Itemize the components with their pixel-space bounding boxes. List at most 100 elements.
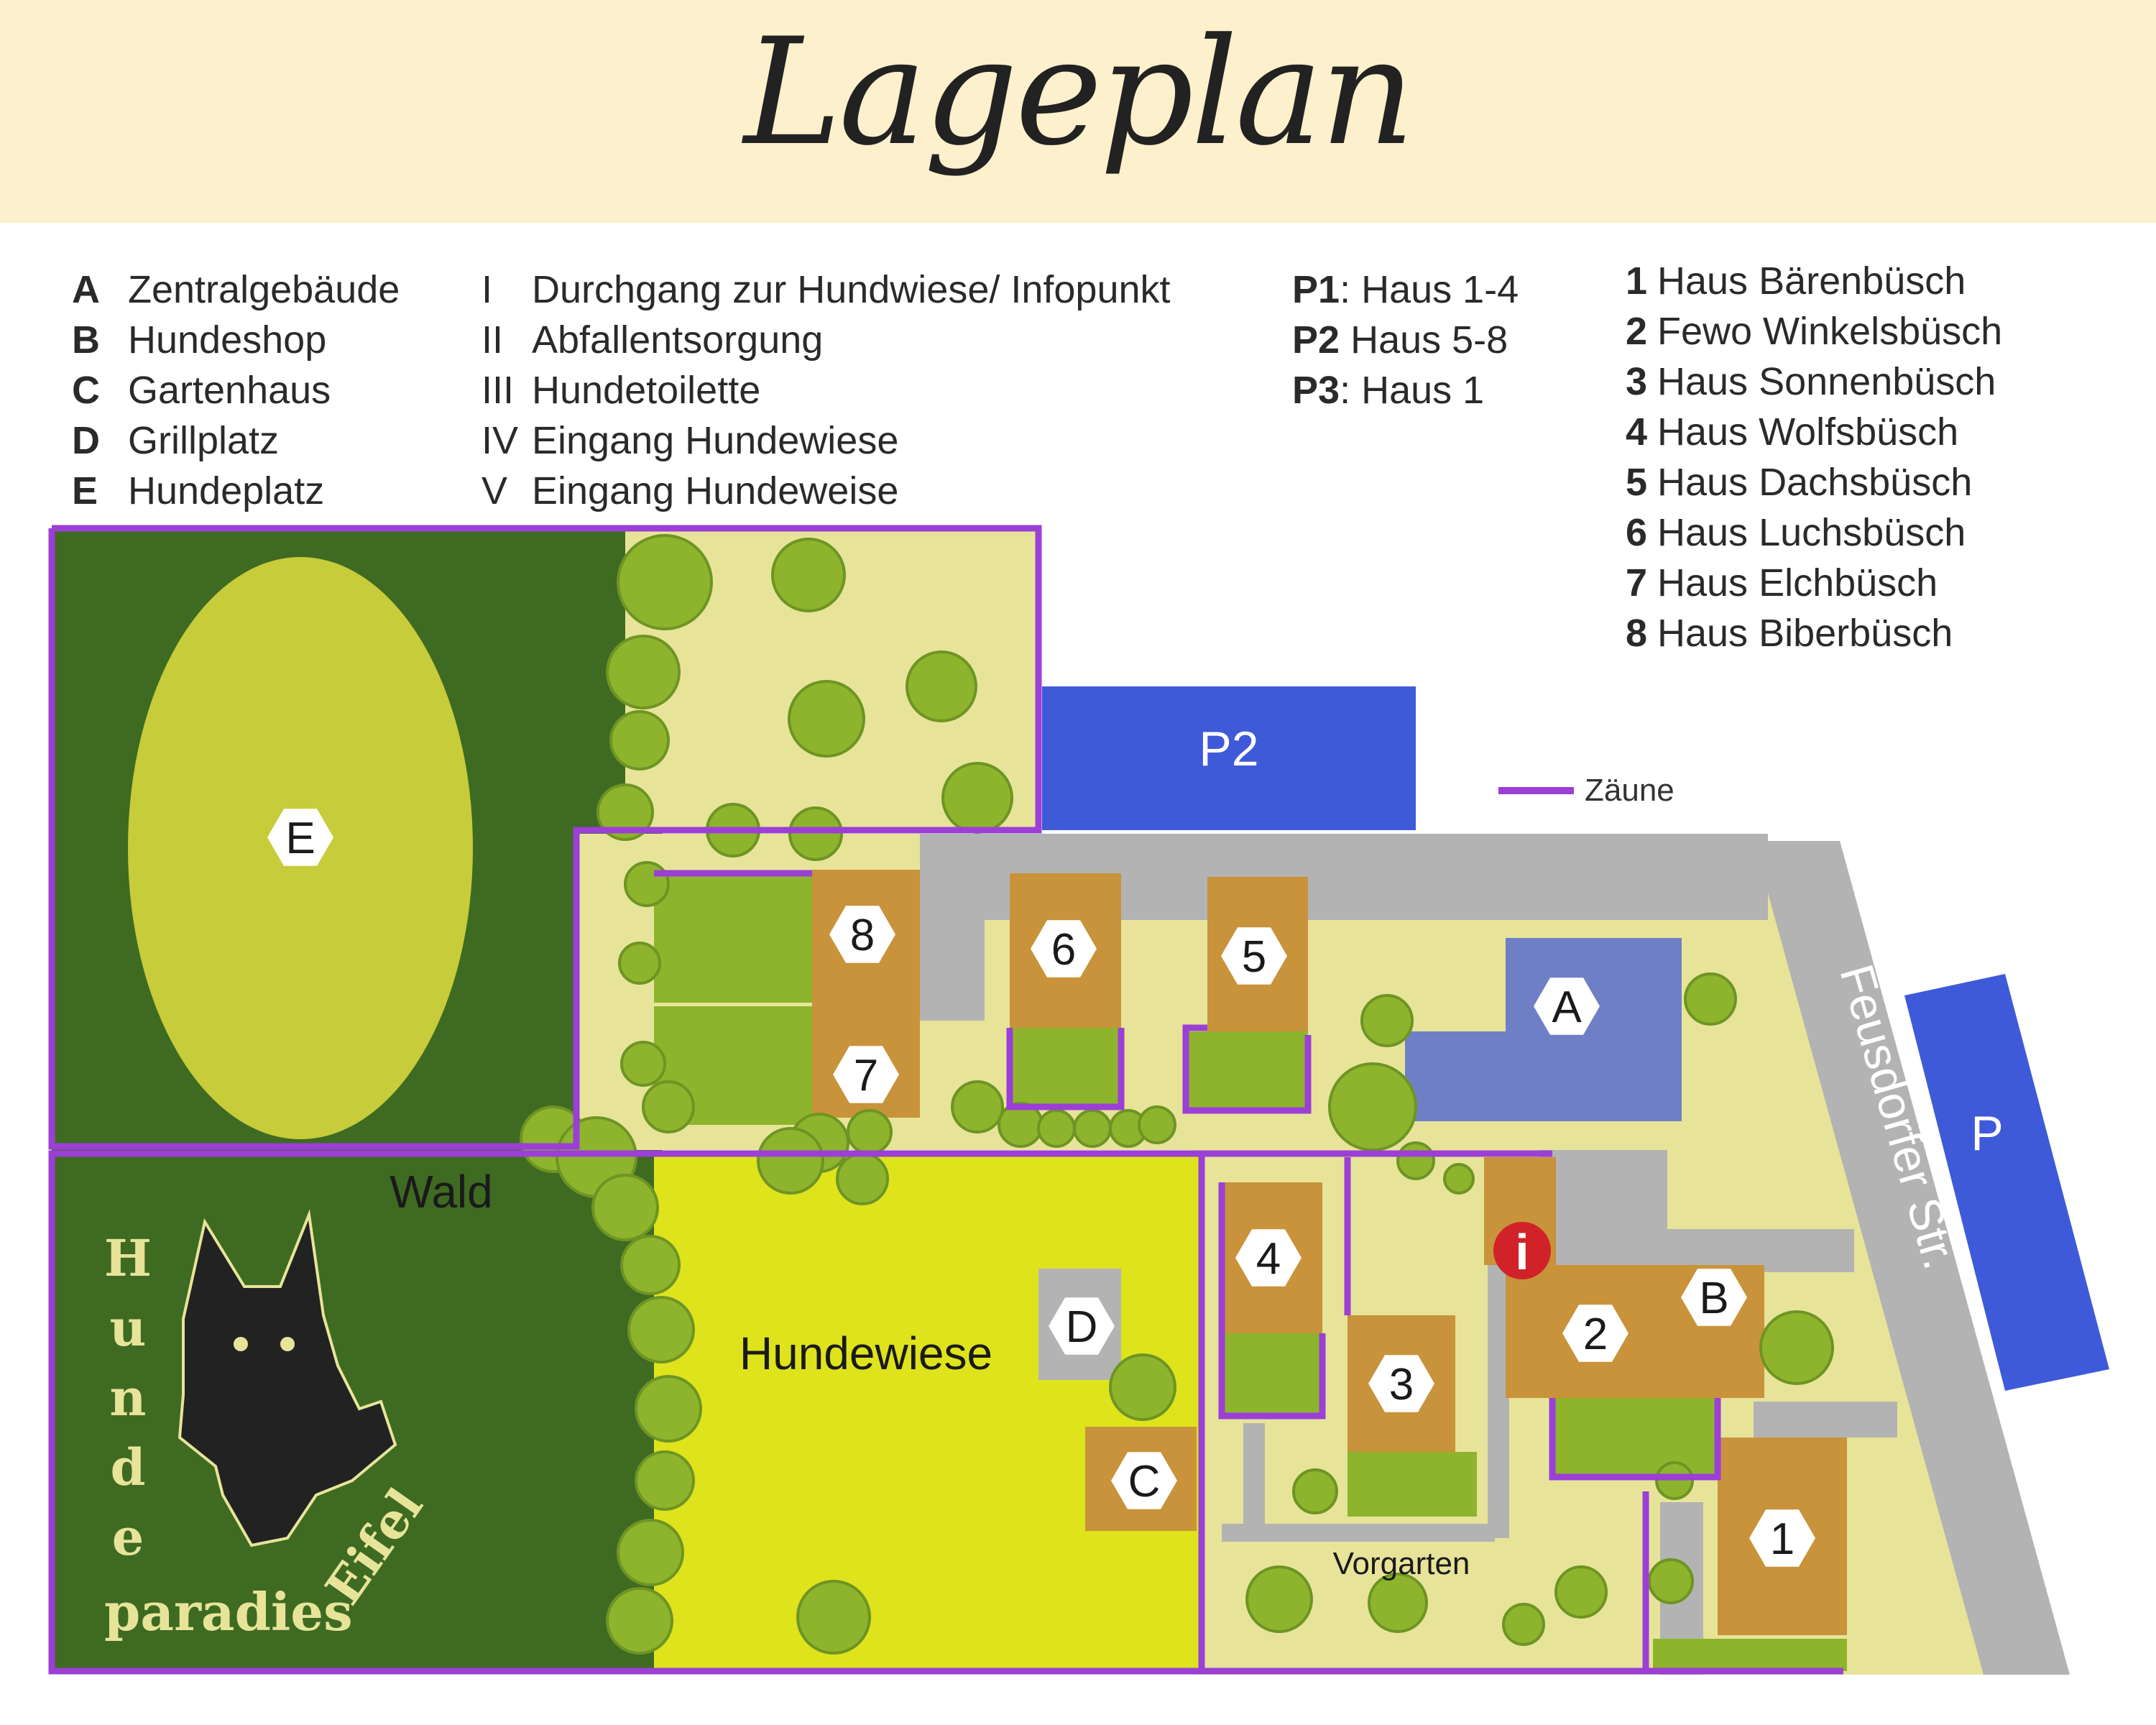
tree-icon [951,1080,1004,1133]
legend-label: Haus Dachsbüsch [1657,461,1973,504]
logo-letter-2: u [110,1298,147,1358]
tree-icon [620,1235,681,1295]
garden-8 [654,873,812,1003]
logo-letter-5: e [112,1507,144,1567]
hundewiese-area [654,1154,1200,1671]
hex-marker-shape [1562,1305,1628,1362]
legend-key: III [482,369,515,412]
tree-icon [1368,1573,1428,1633]
fence-garden-5 [1182,1024,1312,1114]
hex-marker-shape [833,1046,899,1103]
tree-icon [618,942,661,985]
legend-key: 5 [1626,461,1648,504]
wald-label: Wald [390,1166,492,1218]
fences [48,525,1843,1675]
marker-E: E [267,809,333,866]
garden-6 [1010,1028,1121,1107]
tree-icon [606,635,681,709]
garden-1 [1653,1639,1847,1671]
path-vorgarten-a [1243,1423,1265,1538]
logo-letter-4: d [111,1438,146,1497]
legend-item: II Abfallentsorgung [482,315,1171,365]
marker-h5: 5 [1221,927,1287,985]
vorgarten-label: Vorgarten [1333,1546,1470,1581]
tree-icon [757,1127,824,1195]
tree-icon [617,1519,684,1586]
tree-icon [1554,1565,1608,1619]
marker-h7: 7 [833,1046,899,1103]
hex-marker-label: 4 [1256,1234,1281,1284]
legend-label: Abfallentsorgung [532,318,824,362]
house-2-shop [1484,1157,1764,1398]
legend-key: C [72,369,100,412]
title-banner [0,0,2156,223]
legend-key: 6 [1626,511,1648,554]
fence-garden-4 [1218,1182,1326,1420]
tree-icon [796,1580,871,1655]
hex-marker-shape [1221,927,1287,985]
tree-icon [906,650,977,722]
legend-key: 4 [1626,410,1648,454]
legend-item: P3: Haus 1 [1292,365,1519,415]
hundewiese-label: Hundewiese [740,1328,992,1379]
legend-key: P2 [1292,318,1340,362]
marker-h8: 8 [829,906,895,963]
legend-key: D [72,419,100,462]
legend-label: Haus Bärenbüsch [1657,259,1966,303]
tree-icon [606,1587,673,1655]
info-marker [1493,1222,1551,1279]
fence-hundewiese [48,1150,1205,1675]
hex-marker-shape [829,906,895,963]
marker-h2: 2 [1562,1305,1628,1362]
hex-marker-shape [1049,1297,1115,1355]
tree-icon [617,534,713,630]
hex-marker-shape [267,809,333,866]
info-marker-label: i [1515,1224,1529,1280]
hex-marker-label: 3 [1389,1360,1414,1409]
logo-letter-3: n [110,1368,147,1427]
hex-marker-shape [1031,920,1097,978]
legend-key: IV [482,419,519,462]
parking-p2 [1042,686,1416,830]
tree-icon [788,680,865,758]
path-vorgarten-b [1222,1524,1495,1542]
hex-marker-shape [1235,1229,1302,1287]
garden-4 [1222,1333,1322,1416]
tree-icon [1073,1109,1112,1148]
legend-key: II [482,318,504,362]
fence-garden-6 [1006,1028,1125,1110]
legend-key: E [72,469,98,512]
tree-icon [635,1450,695,1511]
fence-north [48,525,1042,1150]
trees [520,534,1834,1655]
legend-key: P3 [1292,369,1340,412]
tree-icon [836,1152,889,1205]
legend-label: : Haus 1 [1340,369,1485,412]
hex-marker-shape [1534,978,1600,1035]
hex-marker-shape [1111,1452,1177,1509]
tree-icon [1360,994,1414,1047]
marker-h3: 3 [1368,1355,1434,1412]
legend-label: Haus Biberbüsch [1657,612,1953,655]
tree-icon [1443,1163,1475,1195]
hex-marker-label: 2 [1583,1310,1608,1359]
parking-p-label: P [1971,1106,2003,1161]
logo: H u n d e paradies Eifel [104,1209,434,1642]
hex-marker-label: 7 [854,1051,878,1100]
tree-icon [847,1109,893,1155]
tree-icon [596,783,654,841]
legend-key: 3 [1626,360,1648,403]
legend-key: I [482,268,493,311]
